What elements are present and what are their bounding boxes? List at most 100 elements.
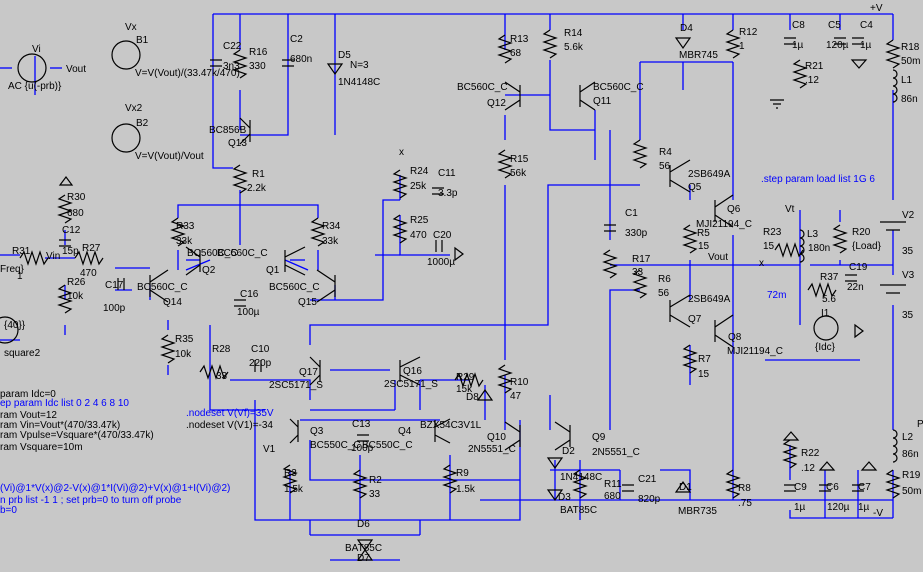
schematic-label: BC550C_C [310, 440, 361, 451]
schematic-label: 72m [767, 290, 786, 301]
schematic-label: N=3 [350, 60, 369, 71]
schematic-label: R12 [739, 27, 758, 38]
battery-v3 [880, 284, 906, 294]
schematic-label: R30 [67, 192, 86, 203]
resistor-r11 [572, 469, 588, 499]
schematic-label: P [917, 419, 923, 430]
schematic-label: Q7 [688, 314, 702, 325]
resistor-r14 [542, 29, 558, 59]
schematic-label: C11 [438, 168, 456, 179]
schematic-label: .nodeset V(Vf)=35V [186, 408, 274, 419]
schematic-label: 100p [351, 443, 374, 454]
schematic-label: D8 [466, 392, 479, 403]
schematic-label: Q4 [398, 426, 412, 437]
ground-5 [782, 431, 800, 441]
resistor-r27 [74, 250, 104, 266]
schematic-label: R25 [410, 215, 429, 226]
schematic-label: R29 [456, 372, 475, 383]
schematic-label: R35 [175, 334, 194, 345]
resistor-r5 [682, 224, 698, 254]
schematic-label: 2N5551_C [592, 447, 640, 458]
schematic-label: D7 [357, 553, 370, 564]
resistor-r12 [725, 29, 741, 59]
schematic-label: C13 [352, 419, 371, 430]
schematic-label: AC {u(-prb)} [8, 81, 62, 92]
schematic-label: C20 [433, 230, 452, 241]
schematic-label: R18 [901, 42, 920, 53]
diode-d8 [476, 388, 494, 401]
schematic-label: .75 [738, 498, 752, 509]
wire-top-left [212, 14, 233, 169]
transistor-q8 [714, 314, 734, 348]
schematic-label: 56 [659, 161, 671, 172]
schematic-label: 2N5551_C [468, 444, 516, 455]
schematic-label: R19 [902, 470, 921, 481]
resistor-r17 [602, 249, 618, 279]
schematic-label: R16 [249, 47, 268, 58]
resistor-r34 [310, 217, 326, 247]
resistor-r8 [725, 469, 741, 499]
resistor-r15 [497, 149, 513, 179]
schematic-label: 86n [901, 94, 918, 105]
resistor-r29 [454, 372, 484, 388]
capacitor-c6 [819, 484, 831, 492]
schematic-label: Q15 [298, 297, 317, 308]
schematic-label: 68 [510, 48, 522, 59]
schematic-label: R26 [67, 277, 86, 288]
transistor-q6 [714, 194, 734, 228]
transistor-q11 [579, 81, 596, 111]
capacitor-c11 [432, 187, 444, 195]
schematic-label: MBR735 [678, 506, 717, 517]
diode-d5 [326, 63, 344, 76]
schematic-label: -V [873, 508, 883, 519]
schematic-label: BZX54C3V1L [420, 420, 482, 431]
schematic-label: {Idc} [815, 342, 836, 353]
source-vin [0, 316, 19, 344]
schematic-label: x [759, 258, 764, 269]
capacitor-c2 [282, 59, 294, 67]
schematic-label: V2 [902, 210, 915, 221]
resistor-r9 [442, 464, 458, 494]
schematic-label: BC560C_C [187, 248, 238, 259]
schematic-label: B1 [136, 35, 149, 46]
schematic-label: R7 [698, 354, 711, 365]
schematic-label: 22n [847, 282, 864, 293]
schematic-label: 10k [67, 291, 84, 302]
schematic-label: MJI21194_C [696, 219, 752, 230]
schematic-label: BC560C_C [137, 282, 188, 293]
schematic-label: MBR745 [679, 50, 718, 61]
schematic-label: 2SB649A [688, 294, 731, 305]
schematic-label: D4 [680, 23, 693, 34]
diode-d4 [674, 37, 692, 50]
schematic-label: MJI21194_C [727, 346, 783, 357]
resistor-r1 [232, 164, 248, 194]
schematic-label: 5.6k [564, 42, 584, 53]
schematic-label: R14 [564, 28, 583, 39]
schematic-label: R21 [805, 61, 824, 72]
schematic-label: R20 [852, 227, 871, 238]
schematic-label: .nodeset V(V1)=-34 [186, 420, 273, 431]
transistor-q15 [316, 269, 336, 303]
schematic-label: R22 [801, 448, 820, 459]
schematic-label: V1 [263, 444, 276, 455]
capacitor-c16 [234, 299, 246, 307]
schematic-label: 15k [456, 384, 473, 395]
inductor-l2 [892, 429, 898, 463]
schematic-label: {Load} [852, 241, 882, 252]
capacitor-c19 [845, 274, 857, 282]
schematic-label: BC560C_C [457, 82, 508, 93]
schematic-label: BAT85C [560, 505, 597, 516]
schematic-label: L1 [901, 75, 913, 86]
schematic-label: R24 [410, 166, 429, 177]
ground-1 [770, 99, 784, 109]
schematic-label: 470 [80, 268, 97, 279]
resistor-r3 [282, 464, 298, 494]
schematic-label: R8 [738, 483, 751, 494]
resistor-r35 [160, 334, 176, 364]
capacitor-c9 [784, 484, 796, 492]
schematic-label: .12 [805, 75, 819, 86]
schematic-label: 86n [902, 449, 919, 460]
schematic-label: L3 [807, 229, 819, 240]
schematic-label: 47 [510, 391, 522, 402]
